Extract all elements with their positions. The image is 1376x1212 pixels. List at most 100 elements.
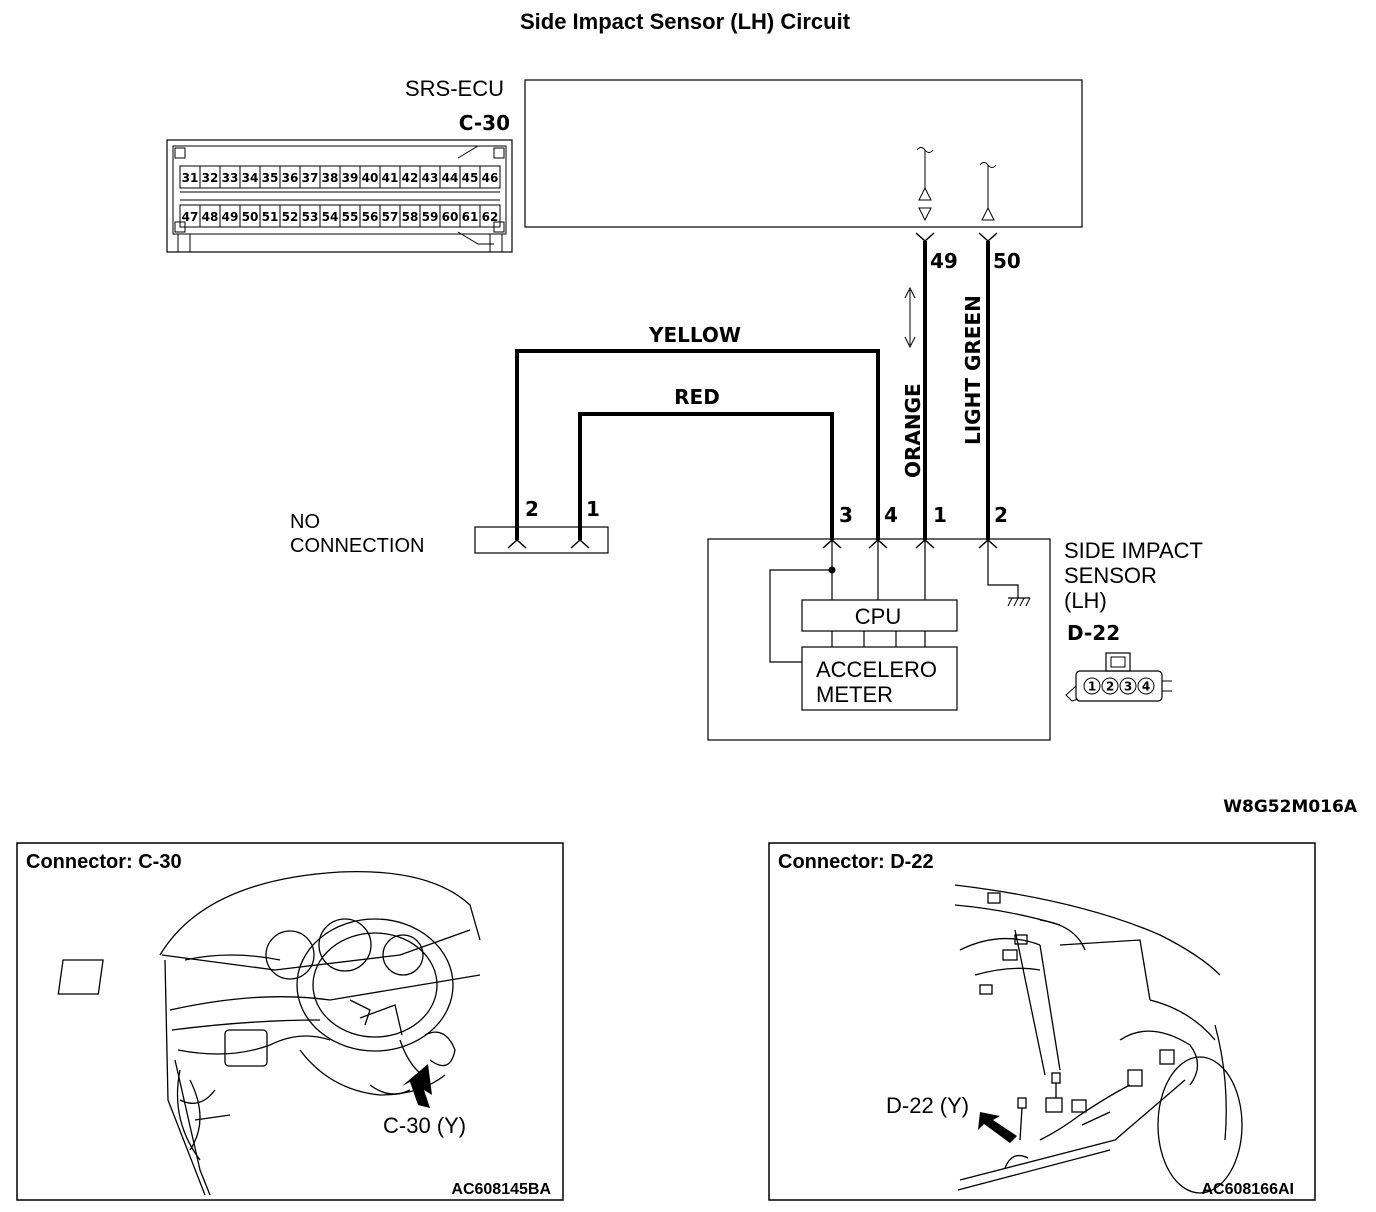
c30-pin-number-bottom: 60: [442, 210, 459, 224]
orange-wire-label: ORANGE: [901, 383, 925, 478]
c30-pin-number-bottom: 51: [262, 210, 279, 224]
c30-pin-number-bottom: 59: [422, 210, 439, 224]
yellow-wire-label: YELLOW: [648, 323, 741, 347]
sensor-pin-4-label: 4: [884, 503, 898, 527]
light-green-wire-label: LIGHT GREEN: [961, 295, 985, 445]
c30-pin-number-top: 36: [282, 171, 299, 185]
connector-d22-panel: [768, 842, 1316, 1201]
nc-terminal-fork-2: [507, 538, 527, 549]
sensor-name-line3: (LH): [1064, 588, 1107, 613]
c30-pin-number-top: 34: [242, 171, 259, 185]
sensor-internal-wiring: [769, 540, 1019, 663]
c30-pin-number-bottom: 53: [302, 210, 319, 224]
d22-pin-number: 4: [1142, 680, 1150, 694]
sensor-name-line1: SIDE IMPACT: [1064, 538, 1203, 563]
c30-pin-number-top: 41: [382, 171, 399, 185]
side-impact-sensor-box: [707, 538, 1051, 741]
red-wire: [578, 412, 834, 540]
c30-pin-number-bottom: 49: [222, 210, 239, 224]
d22-pin-circle: [1119, 677, 1137, 695]
d22-pin-number: 2: [1106, 680, 1114, 694]
cpu-label: CPU: [855, 604, 901, 629]
panel-right-title: Connector: D-22: [778, 851, 934, 873]
sensor-pin-2-label: 2: [994, 503, 1008, 527]
d22-location-arrow: [978, 1112, 1017, 1143]
ecu-pin-49-label: 49: [930, 249, 958, 273]
c30-pin-number-top: 46: [482, 171, 499, 185]
srs-ecu-box: [524, 79, 1083, 228]
accelerometer-label-line1: ACCELERO: [816, 657, 937, 682]
sensor-name-line2: SENSOR: [1064, 563, 1157, 588]
c30-pin-number-bottom: 57: [382, 210, 399, 224]
c30-pin-number-top: 39: [342, 171, 359, 185]
panel-left-title: Connector: C-30: [26, 851, 182, 873]
ecu-pin-50-label: 50: [993, 249, 1021, 273]
c30-pin-number-top: 37: [302, 171, 319, 185]
d22-pin-circle: [1137, 677, 1155, 695]
sensor-terminal-forks: [822, 538, 998, 549]
c30-pin-number-top: 35: [262, 171, 279, 185]
diagram-title: Side Impact Sensor (LH) Circuit: [520, 9, 851, 34]
d22-pin-circle: [1083, 677, 1101, 695]
c30-pin-number-top: 31: [182, 171, 199, 185]
ecu-terminal-50-symbol: [979, 162, 997, 221]
d22-pin-number: 3: [1124, 680, 1132, 694]
c30-pin-number-bottom: 47: [182, 210, 199, 224]
connector-c30-panel: [16, 842, 564, 1201]
panel-left-callout: C-30 (Y): [383, 1113, 466, 1138]
srs-ecu-label: SRS-ECU: [405, 76, 504, 101]
c30-pin-number-bottom: 54: [322, 210, 339, 224]
c30-pin-number-top: 33: [222, 171, 239, 185]
diagram-code: W8G52M016A: [1223, 797, 1358, 817]
panel-right-code: AC608166AI: [1202, 1181, 1295, 1198]
sensor-connector-id: D-22: [1067, 621, 1120, 645]
ecu-connector-id: C-30: [459, 111, 510, 135]
c30-pin-cell: [479, 165, 501, 189]
c30-pin-number-bottom: 50: [242, 210, 259, 224]
c30-pin-number-bottom: 58: [402, 210, 419, 224]
ecu-terminal-49-symbol: [916, 147, 934, 222]
accelerometer-label-line2: METER: [816, 682, 893, 707]
d22-pin-number: 1: [1088, 680, 1096, 694]
accelerometer-block: [801, 646, 958, 711]
panel-left-code: AC608145BA: [451, 1181, 551, 1198]
c30-pin-number-top: 40: [362, 171, 379, 185]
c30-pin-number-bottom: 61: [462, 210, 479, 224]
ground-icon: [1007, 597, 1031, 607]
sensor-pin-1-label: 1: [933, 503, 947, 527]
vehicle-body-illustration: [954, 884, 1243, 1194]
bidirectional-signal-arrow: [904, 286, 916, 349]
nc-pin-2-label: 2: [525, 497, 539, 521]
red-wire-label: RED: [674, 385, 720, 409]
c30-pin-number-bottom: 48: [202, 210, 219, 224]
nc-pin-1-label: 1: [586, 497, 600, 521]
c30-pin-number-top: 32: [202, 171, 219, 185]
dashboard-illustration: [57, 870, 481, 1196]
c30-pin-number-bottom: 52: [282, 210, 299, 224]
no-connection-label-line2: CONNECTION: [290, 535, 424, 557]
no-connection-connector: [474, 526, 609, 554]
c30-pin-number-top: 44: [442, 171, 459, 185]
c30-pin-number-top: 43: [422, 171, 439, 185]
sensor-pin-3-label: 3: [839, 503, 853, 527]
c30-pin-number-top: 45: [462, 171, 479, 185]
c30-pin-number-bottom: 56: [362, 210, 379, 224]
d22-pin-circle: [1101, 677, 1119, 695]
cpu-block: [801, 599, 958, 632]
panel-right-callout: D-22 (Y): [886, 1093, 969, 1118]
terminal-fork-49: [915, 232, 935, 243]
yellow-wire: [515, 349, 880, 540]
no-connection-label-line1: NO: [290, 511, 320, 533]
c30-pin-number-top: 42: [402, 171, 419, 185]
nc-terminal-fork-1: [570, 538, 590, 549]
c30-pin-cell: [479, 204, 501, 228]
c30-pin-number-top: 38: [322, 171, 339, 185]
c30-location-arrow: [402, 1064, 432, 1108]
terminal-fork-50: [978, 232, 998, 243]
